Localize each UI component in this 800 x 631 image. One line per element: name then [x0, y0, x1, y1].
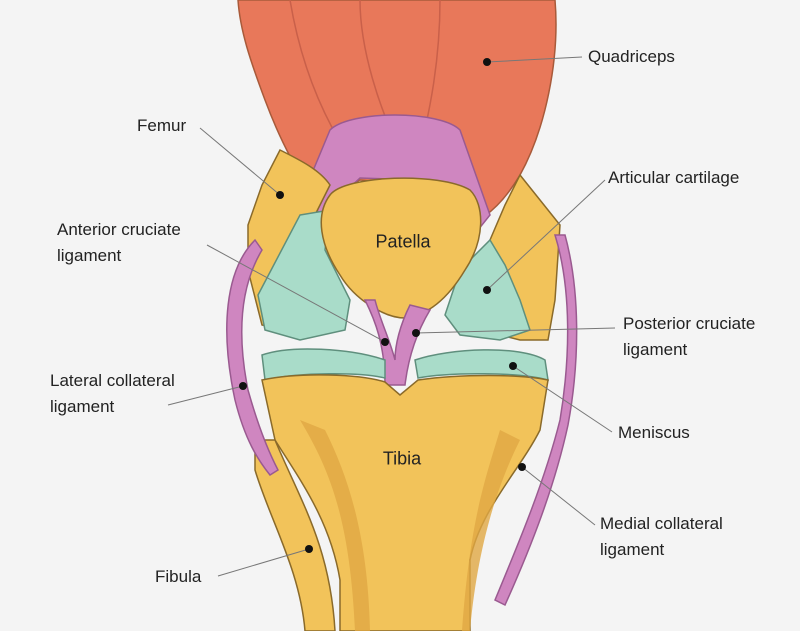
leader-acl	[206, 244, 386, 343]
dot-mcl	[518, 463, 526, 471]
leader-lines	[167, 56, 616, 577]
label-quadriceps: Quadriceps	[588, 47, 675, 66]
medial-collateral-ligament	[494, 234, 578, 607]
label-pcl-line1: Posterior cruciate	[623, 314, 756, 333]
label-meniscus: Meniscus	[618, 423, 690, 442]
label-mcl-line1: Medial collateral	[600, 514, 723, 533]
dot-pcl	[412, 329, 420, 337]
patella-bone	[320, 177, 482, 319]
dot-quadriceps	[483, 58, 491, 66]
cruciate-ligaments	[363, 299, 432, 386]
dot-meniscus	[509, 362, 517, 370]
label-fibula: Fibula	[155, 567, 202, 586]
dot-femur	[276, 191, 284, 199]
label-femur: Femur	[137, 116, 187, 135]
leader-meniscus	[512, 365, 613, 433]
label-articular-cartilage: Articular cartilage	[608, 168, 740, 187]
label-tibia: Tibia	[382, 448, 422, 469]
dot-fibula	[305, 545, 313, 553]
dot-acl	[381, 338, 389, 346]
label-acl-line2: ligament	[57, 246, 122, 265]
lateral-collateral-ligament	[226, 238, 279, 476]
label-lcl-line2: ligament	[50, 397, 115, 416]
label-mcl-line2: ligament	[600, 540, 665, 559]
leader-lcl	[167, 385, 244, 406]
leader-femur	[199, 127, 281, 196]
label-patella: Patella	[375, 231, 431, 252]
tibia-shade	[300, 420, 520, 631]
fibula-bone	[254, 439, 336, 631]
tibia-bone	[261, 374, 549, 631]
leader-articular-cartilage	[486, 179, 606, 291]
leader-fibula	[217, 548, 310, 577]
dot-articular-cartilage	[483, 286, 491, 294]
dot-lcl	[239, 382, 247, 390]
label-acl-line1: Anterior cruciate	[57, 220, 181, 239]
leader-pcl	[415, 327, 616, 334]
label-pcl-line2: ligament	[623, 340, 688, 359]
leader-quadriceps	[486, 56, 583, 63]
pointer-dots	[239, 58, 526, 553]
label-lcl-line1: Lateral collateral	[50, 371, 175, 390]
leader-mcl	[521, 466, 596, 526]
